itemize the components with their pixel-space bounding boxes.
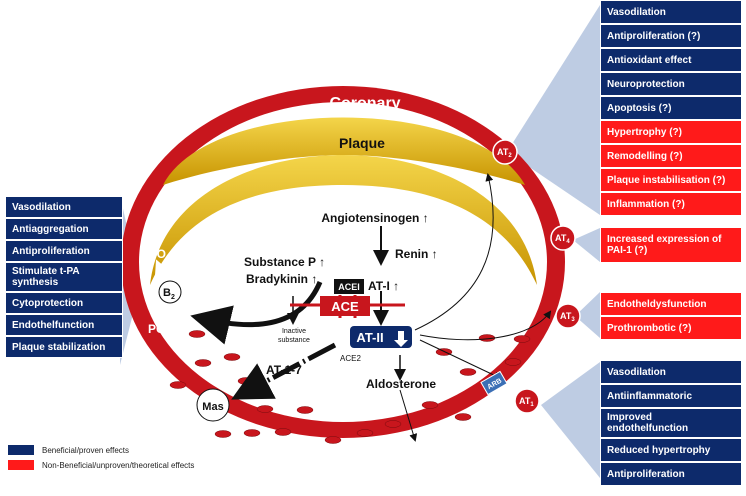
- legend-beneficial: Beneficial/proven effects: [8, 445, 129, 455]
- at2-effect-item: Vasodilation: [600, 0, 742, 24]
- at1-receptor-label: AT1: [519, 396, 534, 408]
- at2-effect-item: Plaque instabilisation (?): [600, 168, 742, 192]
- b2-receptor: [158, 280, 182, 304]
- blood-cell: [421, 401, 439, 409]
- at17-label: AT-1-7: [266, 363, 302, 377]
- blood-cell: [214, 430, 232, 438]
- aldosterone-label: Aldosterone: [366, 377, 436, 391]
- down-arrow-icon: [394, 331, 408, 347]
- bradykinin-label: Bradykinin ↑: [246, 272, 317, 286]
- at2-receptor-label: AT2: [497, 147, 512, 159]
- at3-receptor-label: AT3: [560, 311, 575, 323]
- legend-non-beneficial: Non-Beneficial/unproven/theoretical effe…: [8, 460, 194, 470]
- plaque: [163, 117, 525, 185]
- at2-node-label: AT-II: [356, 330, 383, 345]
- blood-cell: [243, 429, 261, 437]
- blood-cell: [256, 405, 274, 413]
- no-label: NO: [148, 247, 166, 261]
- blood-cell: [296, 406, 314, 414]
- at1-effect-item: Reduced hypertrophy: [600, 438, 742, 462]
- left-effect-item: Plaque stabilization: [5, 336, 123, 358]
- renin-label: Renin ↑: [395, 247, 438, 261]
- blood-cell: [454, 413, 472, 421]
- blood-cell: [356, 429, 374, 437]
- at2-effect-item: Neuroprotection: [600, 72, 742, 96]
- legend-swatch-non-beneficial: [8, 460, 34, 470]
- left-effect-item: Antiproliferation: [5, 240, 123, 262]
- at2-effect-item: Antioxidant effect: [600, 48, 742, 72]
- blood-cell: [188, 330, 206, 338]
- at1-receptor: [514, 388, 540, 414]
- ace-label: ACE: [331, 299, 359, 314]
- substance-label: substance: [278, 337, 310, 344]
- acei-label: ACEI: [338, 282, 360, 292]
- connector-at3: [575, 292, 600, 338]
- angiotensinogen-label: Angiotensinogen ↑: [321, 211, 428, 225]
- at1-effect-item: Improved endothelfunction: [600, 408, 742, 438]
- left-effect-item: Vasodilation: [5, 196, 123, 218]
- connector-at4: [573, 228, 600, 262]
- ace-box: [320, 296, 370, 316]
- left-effect-item: Cytoprotection: [5, 292, 123, 314]
- mas-label: Mas: [202, 401, 223, 413]
- blood-cell: [223, 353, 241, 361]
- at1-effect-item: Vasodilation: [600, 360, 742, 384]
- at4-effect-item: Increased expression of PAI-1 (?): [600, 227, 742, 263]
- at2-effect-item: Apoptosis (?): [600, 96, 742, 120]
- inactive-label: Inactive: [282, 328, 306, 335]
- blood-cell: [169, 381, 187, 389]
- left-effect-item: Stimulate t-PA synthesis: [5, 262, 123, 292]
- at1-effect-item: Antiinflammatoric: [600, 384, 742, 408]
- at1-node-label: AT-I ↑: [368, 279, 399, 293]
- at3-effect-item: Endotheldysfunction: [600, 292, 742, 316]
- substance-p-label: Substance P ↑: [244, 255, 325, 269]
- at2-effect-item: Hypertrophy (?): [600, 120, 742, 144]
- mas-receptor: [196, 388, 230, 422]
- at2-effect-item: Inflammation (?): [600, 192, 742, 216]
- at3-effect-item: Prothrombotic (?): [600, 316, 742, 340]
- blood-cell: [504, 358, 522, 366]
- plaque-label: Plaque: [339, 135, 385, 151]
- ace2-label: ACE2: [340, 354, 361, 363]
- at2-receptor: [492, 139, 518, 165]
- at3-receptor: [555, 303, 581, 329]
- blood-cell: [194, 359, 212, 367]
- blood-cell: [237, 377, 255, 385]
- connector-at1: [541, 362, 600, 478]
- blood-cell: [513, 335, 531, 343]
- arb-tag: ARB: [480, 370, 508, 396]
- plaque-body: [150, 155, 537, 285]
- blood-cell: [384, 420, 402, 428]
- legend-label-non-beneficial: Non-Beneficial/unproven/theoretical effe…: [42, 460, 195, 470]
- at1-effect-item: Antiproliferation: [600, 462, 742, 486]
- blood-cell: [324, 436, 342, 444]
- at4-receptor-label: AT4: [555, 233, 570, 245]
- legend-label-beneficial: Beneficial/proven effects: [42, 445, 130, 455]
- vessel-label: Coronary: [329, 95, 400, 112]
- at2-effect-item: Remodelling (?): [600, 144, 742, 168]
- acei-box: [334, 279, 364, 294]
- blood-cell: [459, 368, 477, 376]
- blood-cell: [274, 428, 292, 436]
- legend-swatch-beneficial: [8, 445, 34, 455]
- connector-at2: [507, 5, 600, 215]
- at2-effect-item: Antiproliferation (?): [600, 24, 742, 48]
- b2-label: B2: [163, 287, 175, 301]
- at4-receptor: [550, 225, 576, 251]
- left-effect-item: Endothelfunction: [5, 314, 123, 336]
- pgi2-label: PGI2: [148, 322, 174, 338]
- left-effect-item: Antiaggregation: [5, 218, 123, 240]
